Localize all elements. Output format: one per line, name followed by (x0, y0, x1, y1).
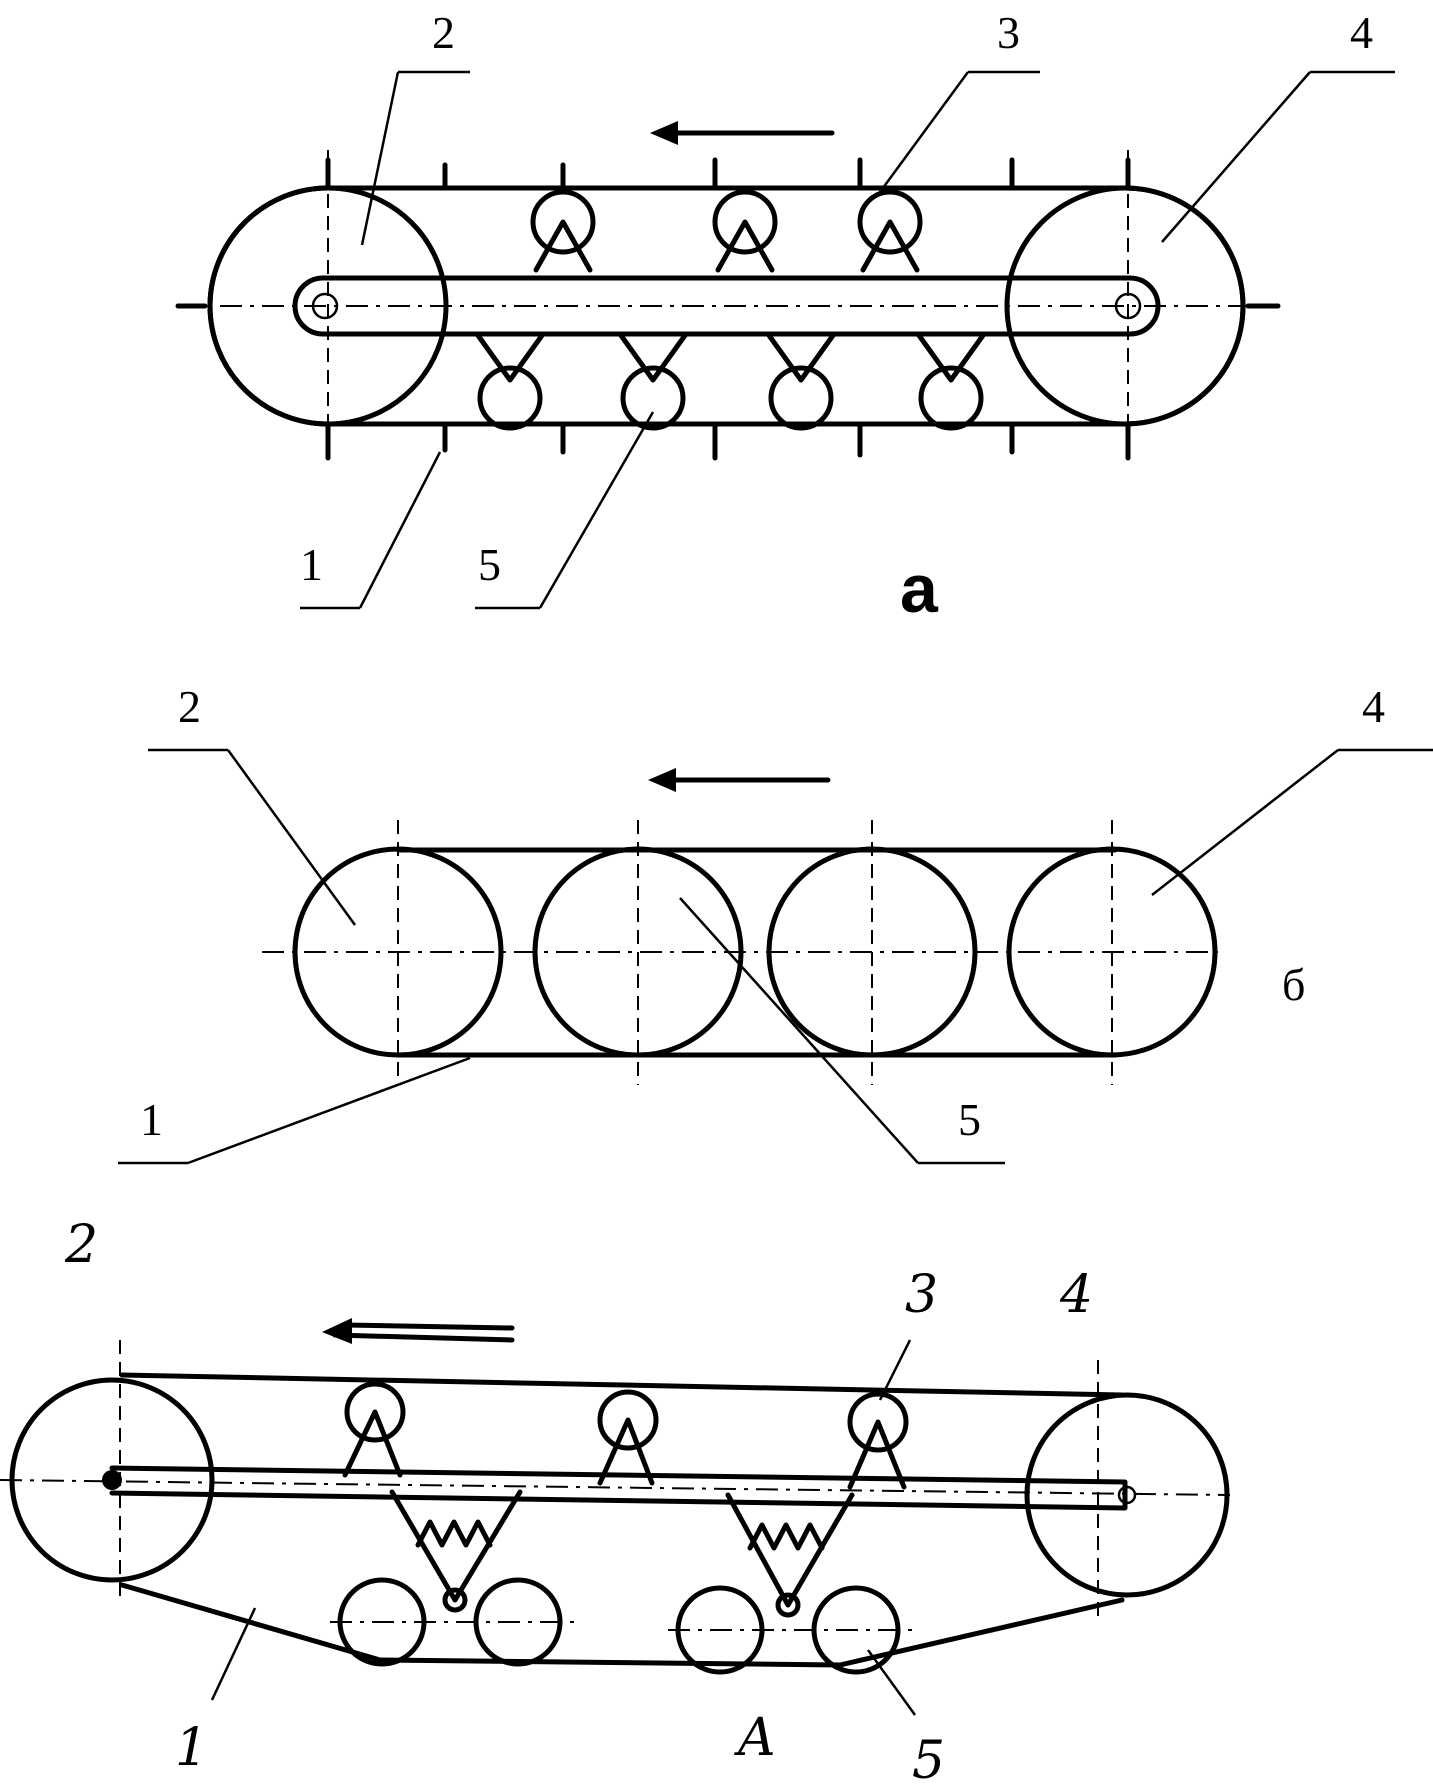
arrowhead-a (650, 121, 678, 145)
support-rollers-c (342, 1381, 909, 1490)
track-bottom-c (119, 1582, 1125, 1668)
leaders-a (300, 70, 1395, 610)
bogie-left-c (330, 1489, 575, 1667)
label-1-a: 1 (300, 539, 323, 590)
label-3-c: 3 (905, 1265, 938, 1325)
frame-c (109, 1465, 1128, 1511)
track-top-c (119, 1372, 1125, 1398)
diagram-c: 2 3 4 1 A 5 (0, 1215, 1231, 1790)
label-1-b: 1 (140, 1094, 163, 1145)
label-2-b: 2 (178, 681, 201, 732)
track-cleats-a (325, 157, 1131, 461)
label-4-a: 4 (1350, 7, 1373, 58)
label-2-a: 2 (432, 7, 455, 58)
centerline-c (0, 1479, 1231, 1496)
panel-label-a: а (900, 551, 939, 627)
label-5-b: 5 (958, 1094, 981, 1145)
road-wheels-a (474, 331, 987, 431)
arrowhead-c (322, 1318, 352, 1344)
label-1-c: 1 (175, 1718, 208, 1778)
label-5-c: 5 (912, 1731, 945, 1790)
diagram-a: 2 3 4 1 5 а (175, 7, 1395, 627)
bogie-right-c (668, 1492, 912, 1675)
label-3-a: 3 (997, 7, 1020, 58)
arrowhead-b (648, 768, 676, 792)
panel-label-b: б (1282, 959, 1305, 1010)
leaders-b (118, 748, 1433, 1165)
support-rollers-a (530, 189, 923, 273)
direction-arrow-c (332, 1332, 515, 1343)
label-5-a: 5 (478, 539, 501, 590)
label-4-b: 4 (1362, 681, 1385, 732)
label-4-c: 4 (1059, 1265, 1093, 1325)
diagram-b: 2 4 1 5 б (118, 681, 1433, 1165)
label-2-c: 2 (64, 1215, 98, 1275)
leaders-c (210, 1339, 917, 1716)
hub-left-c (102, 1470, 122, 1490)
label-a-c: A (734, 1708, 776, 1768)
